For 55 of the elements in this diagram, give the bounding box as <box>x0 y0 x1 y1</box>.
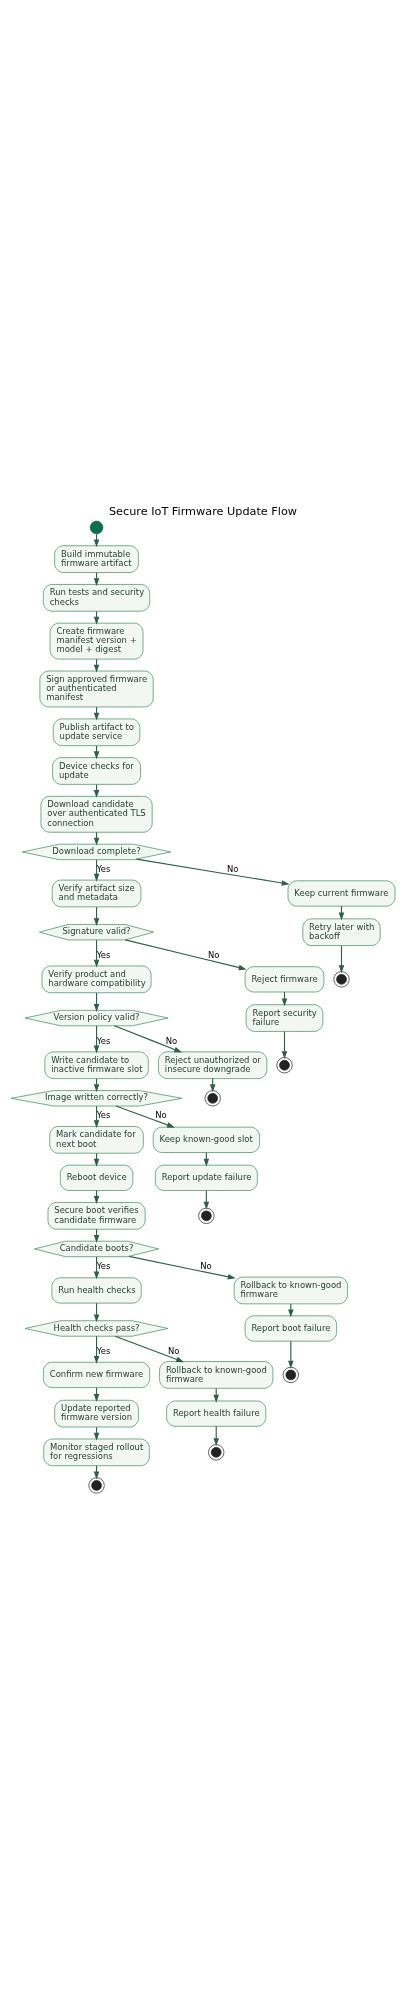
edge-label: No <box>208 949 220 960</box>
arrow <box>288 1340 294 1369</box>
node-circle <box>89 520 104 535</box>
node-box: Reject firmware <box>244 966 325 993</box>
edge-label: No <box>200 1261 212 1272</box>
node-box: Rollback to known-good firmware <box>233 1276 348 1305</box>
node-box: Verify product and hardware compatibility <box>41 965 152 994</box>
node-box: Confirm new firmware <box>43 1361 151 1388</box>
node-box: Rollback to known-good firmware <box>159 1361 274 1389</box>
edge-label: Yes <box>96 1345 111 1356</box>
node-box: Reject unauthorized or insecure downgrade <box>158 1051 268 1079</box>
edge-label: Yes <box>96 864 111 875</box>
node-box: Verify artifact size and metadata <box>51 879 142 908</box>
node-box: Download candidate over authenticated TLS connection <box>40 796 153 833</box>
node-box: Update reported firmware version <box>54 1399 139 1428</box>
node-box: Keep known-good slot <box>152 1126 260 1153</box>
arrow <box>124 939 247 971</box>
edge-label: No <box>227 864 239 875</box>
node-box: Write candidate to inactive firmware slot <box>44 1051 149 1079</box>
diagram-title: Secure IoT Firmware Update Flow <box>108 504 298 518</box>
node-box: Report health failure <box>166 1400 267 1427</box>
node-box: Create firmware manifest version + model + digest <box>49 622 144 660</box>
node-box: Report update failure <box>155 1164 258 1191</box>
arrow <box>338 945 345 974</box>
arrow <box>93 1335 100 1364</box>
node-box: Secure boot verifies candidate firmware <box>47 1202 146 1230</box>
node-box: Report security failure <box>245 1004 324 1032</box>
arrow <box>281 1030 288 1060</box>
edge-label: No <box>155 1110 167 1121</box>
node-box: Report boot failure <box>244 1315 337 1342</box>
node-box: Reboot device <box>59 1164 134 1191</box>
node-box: Build immutable firmware artifact <box>54 545 139 573</box>
node-box: Keep current firmware <box>287 880 396 907</box>
arrow <box>128 1255 236 1280</box>
node-box: Publish artifact to update service <box>52 718 141 746</box>
arrow <box>93 1025 100 1054</box>
arrow <box>115 1105 175 1128</box>
edge-label: Yes <box>96 1035 111 1046</box>
arrow <box>135 858 290 886</box>
node-box: Device checks for update <box>52 757 141 785</box>
arrow <box>114 1335 185 1363</box>
edge-label: Yes <box>96 949 111 960</box>
edge-label: Yes <box>96 1110 111 1121</box>
arrow <box>113 1025 183 1053</box>
node-box: Retry later with backoff <box>302 918 381 946</box>
arrow <box>93 939 100 968</box>
edge-label: No <box>165 1035 178 1046</box>
node-box: Sign approved firmware or authenticated manifest <box>39 670 154 708</box>
arrow <box>213 1387 219 1403</box>
edge-label: Yes <box>96 1261 111 1272</box>
node-box: Run health checks <box>51 1277 142 1304</box>
edge-label: No <box>167 1345 180 1356</box>
node-box: Run tests and security checks <box>43 584 151 612</box>
node-box: Mark candidate for next boot <box>49 1126 144 1154</box>
node-box: Monitor staged rollout for regressions <box>43 1438 150 1467</box>
